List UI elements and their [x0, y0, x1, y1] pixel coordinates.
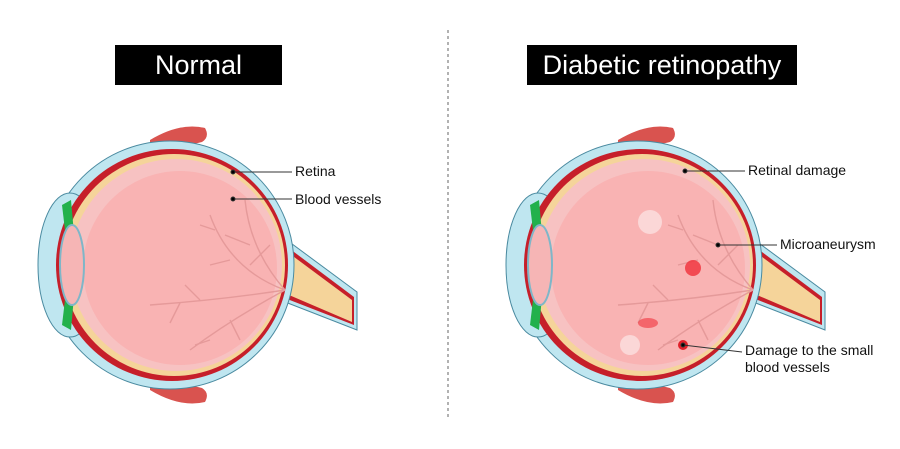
hemorrhage-spots	[620, 210, 701, 355]
normal-title: Normal	[115, 45, 282, 85]
label-retina: Retina	[295, 163, 336, 179]
diabetic-title: Diabetic retinopathy	[527, 45, 797, 85]
label-damage-small-vessels-1: Damage to the small	[745, 342, 874, 358]
label-blood-vessels: Blood vessels	[295, 191, 382, 207]
leader-lines	[230, 168, 777, 353]
label-damage-small-vessels-2: blood vessels	[745, 359, 830, 375]
label-retinal-damage: Retinal damage	[748, 162, 847, 178]
label-microaneurysm: Microaneurysm	[780, 236, 876, 252]
